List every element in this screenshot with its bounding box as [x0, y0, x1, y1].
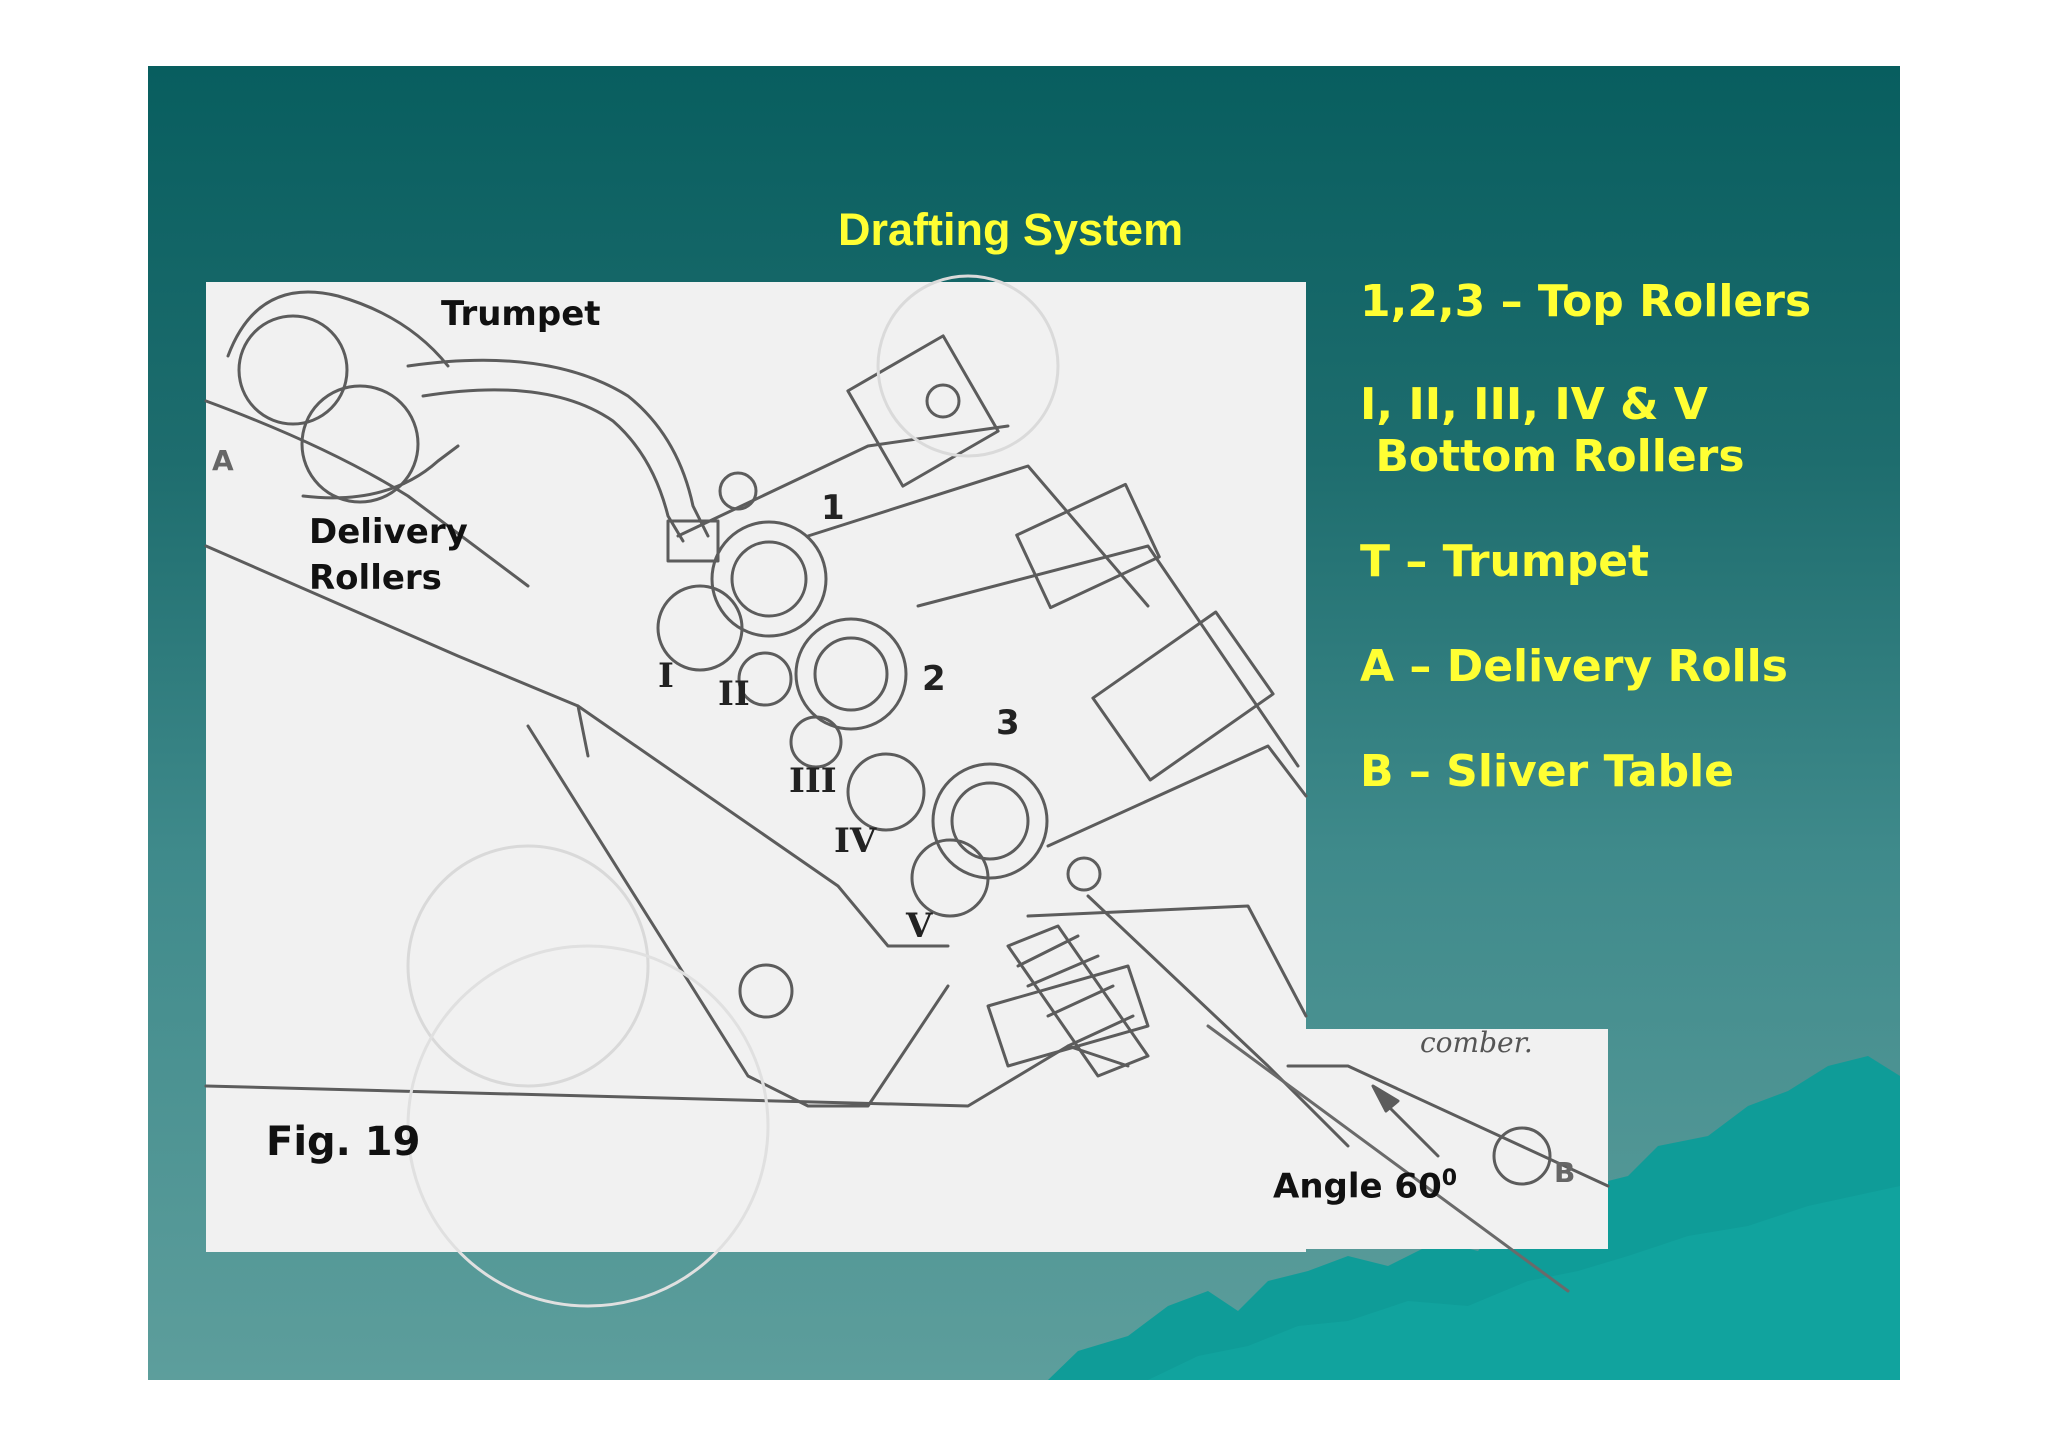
delivery-label-line2: Rollers — [309, 558, 442, 598]
comber-text: comber. — [1420, 1026, 1533, 1059]
delivery-roller-top — [237, 314, 349, 426]
legend-trumpet: T – Trumpet — [1360, 536, 1650, 587]
slide-title: Drafting System — [838, 204, 1184, 255]
legend-top-rollers: 1,2,3 – Top Rollers — [1360, 276, 1812, 327]
figure-number: Fig. 19 — [266, 1119, 421, 1165]
delivery-label-line1: Delivery — [309, 512, 468, 552]
trumpet-label: Trumpet — [441, 294, 601, 334]
bottom-roller-number-V: V — [906, 906, 933, 946]
bottom-roller-III — [789, 715, 843, 769]
letter-b: B — [1554, 1156, 1576, 1189]
legend-bottom-rollers-line1: I, II, III, IV & V — [1360, 379, 1708, 430]
legend-sliver-table: B – Sliver Table — [1360, 746, 1735, 797]
bottom-roller-IV — [846, 752, 926, 832]
drafting-system-figure — [204, 274, 1610, 1308]
slide: Drafting System 1,2,3 – Top Rollers I, I… — [148, 66, 1900, 1380]
top-roller-number-3: 3 — [996, 703, 1020, 743]
bottom-roller-number-IV: IV — [834, 821, 877, 861]
sliver-table-roller — [1492, 1126, 1552, 1186]
angle-degree-sup: 0 — [1441, 1166, 1458, 1191]
top-roller-number-1: 1 — [821, 488, 845, 528]
mountain-decoration — [1048, 1056, 1900, 1380]
letter-a: A — [212, 444, 234, 477]
top-roller-number-2: 2 — [922, 659, 946, 699]
frame-bolt-hole — [738, 963, 794, 1019]
bottom-roller-number-III: III — [789, 761, 837, 801]
bottom-roller-I — [656, 584, 744, 672]
bottom-roller-number-I: I — [658, 656, 674, 696]
angle-label: Angle 600 — [1273, 1166, 1458, 1207]
legend-delivery-rolls: A – Delivery Rolls — [1360, 641, 1788, 692]
legend-bottom-rollers-line2: Bottom Rollers — [1360, 431, 1745, 482]
top-roller-1 — [710, 520, 828, 638]
bottom-roller-II — [737, 651, 793, 707]
top-roller-3 — [931, 762, 1049, 880]
bottom-roller-number-II: II — [718, 674, 750, 714]
pivot-hole — [1066, 856, 1102, 892]
bottom-roller-V — [910, 838, 990, 918]
top-roller-2 — [794, 617, 908, 731]
delivery-roller-bottom — [300, 384, 420, 504]
